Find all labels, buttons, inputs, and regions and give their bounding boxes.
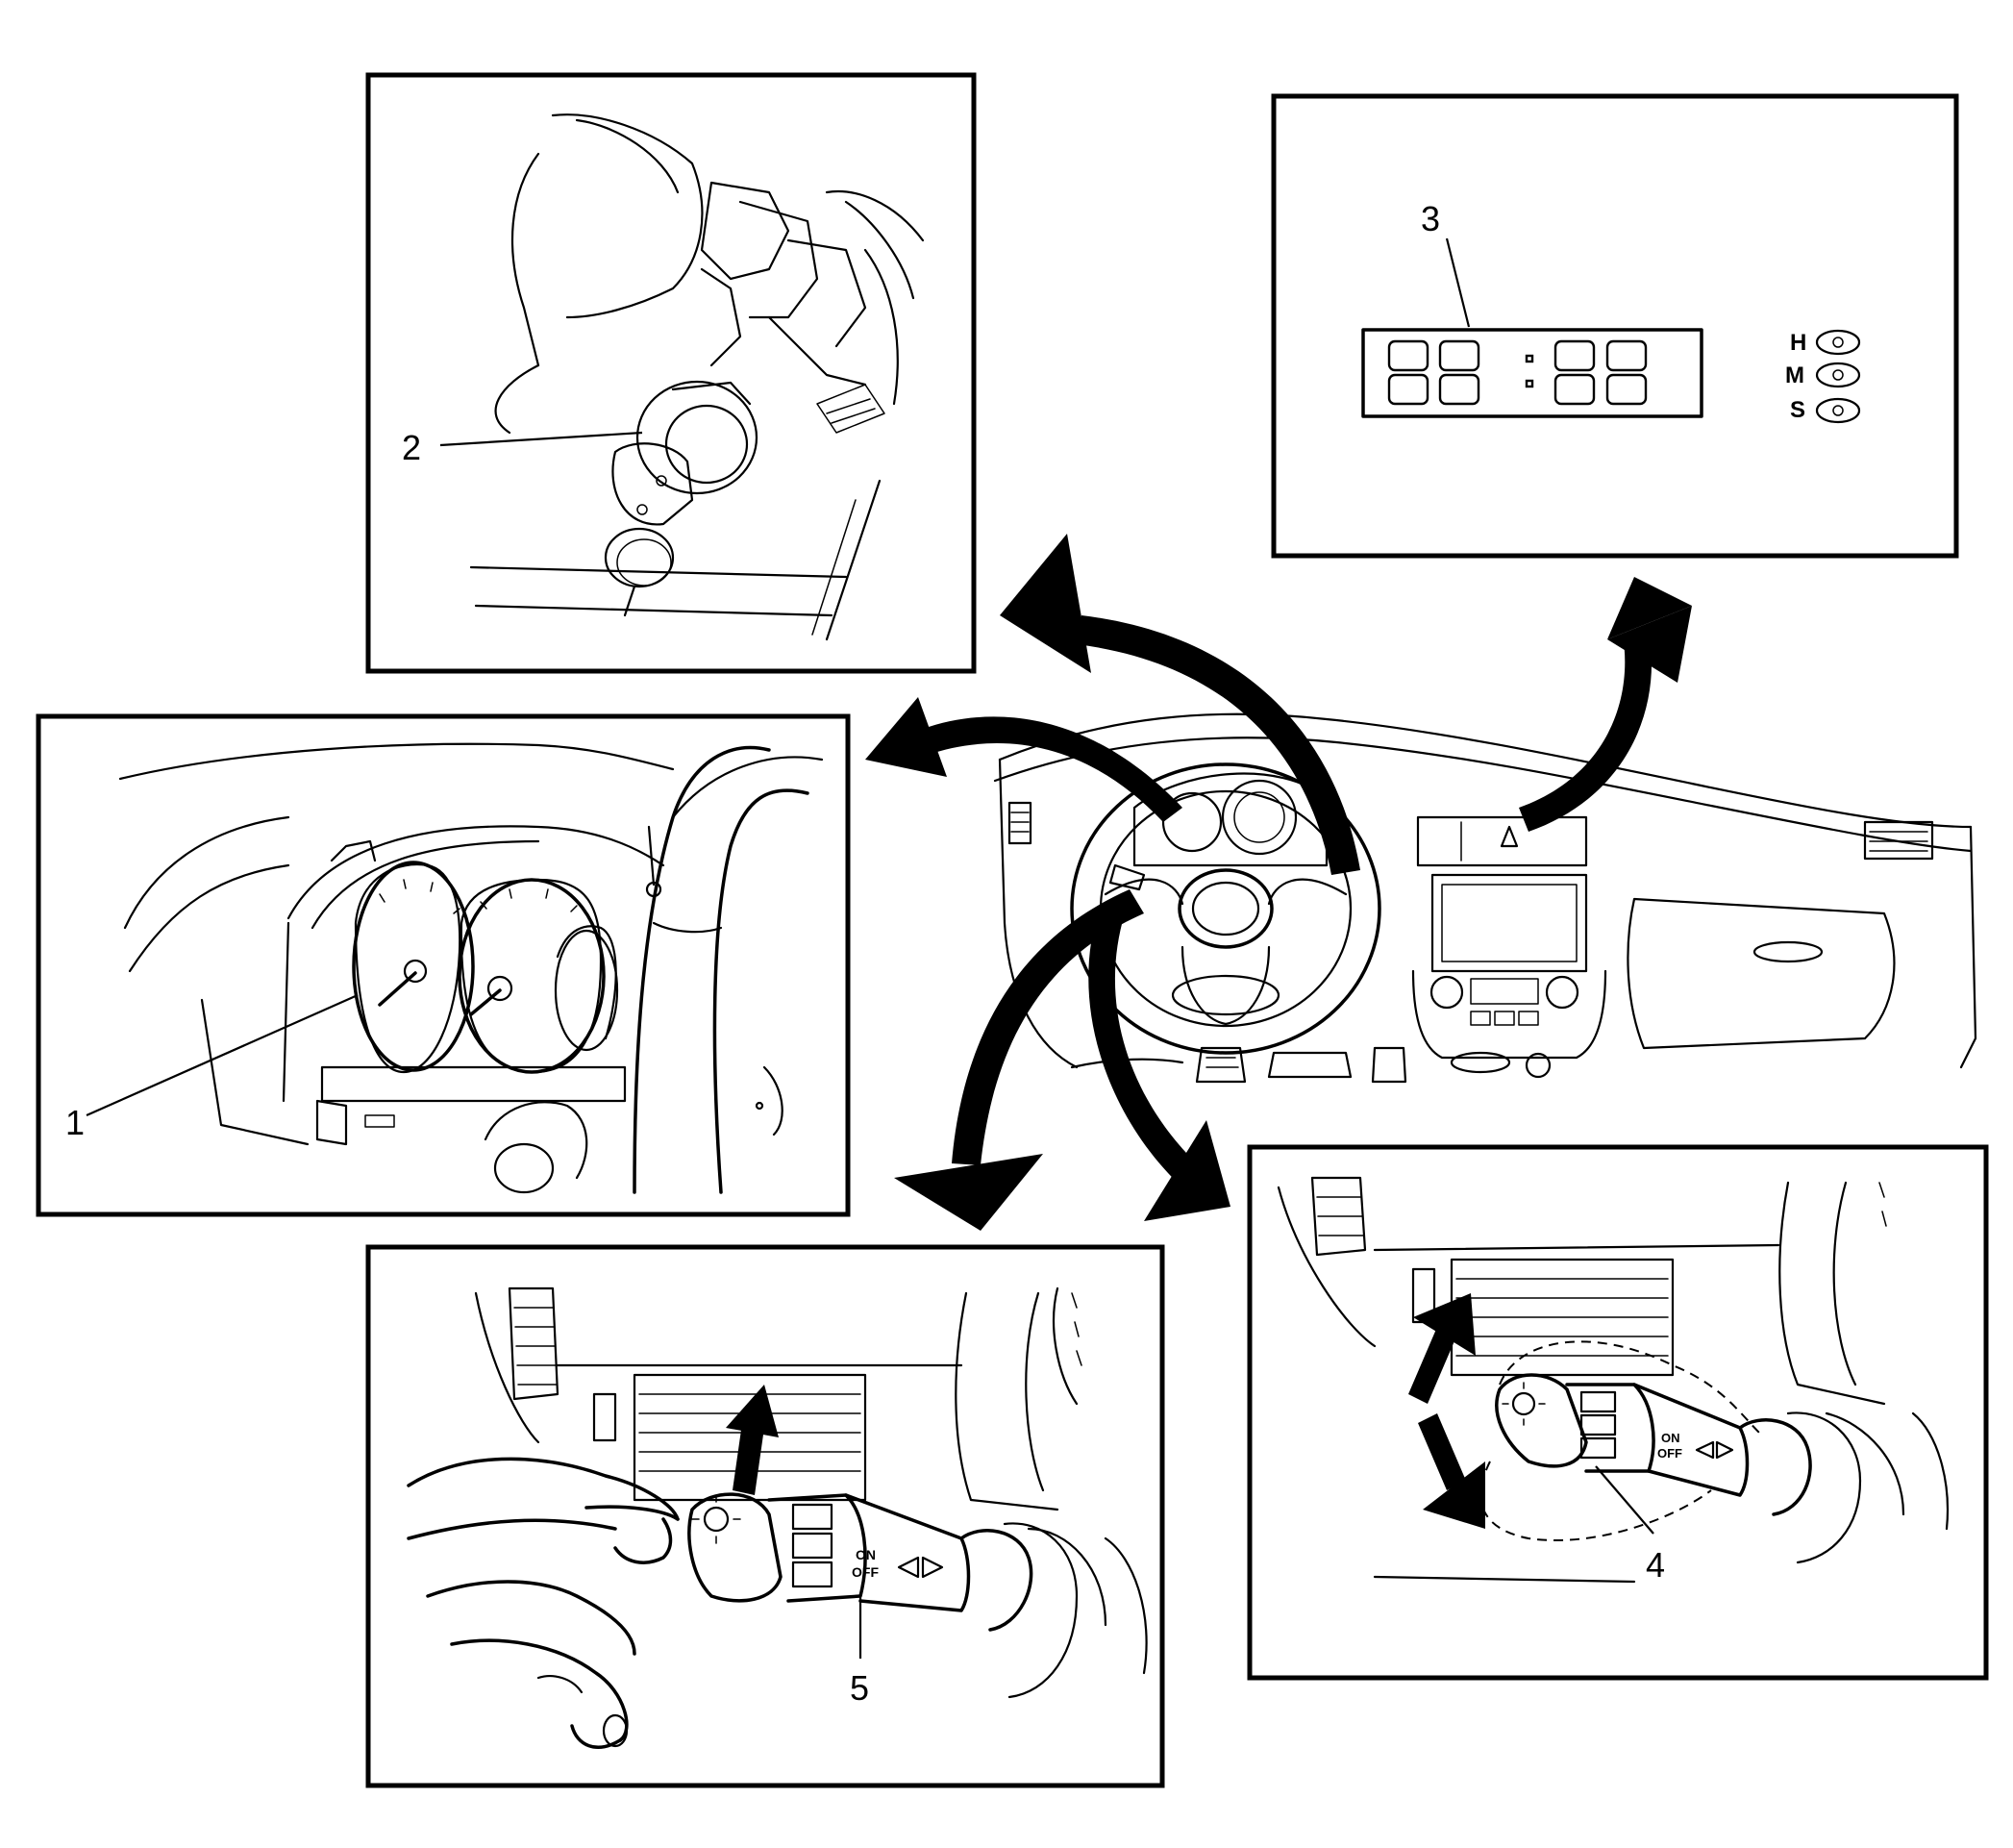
clock-digits: [1387, 339, 1648, 406]
panel-light-switch-stalk: ON OFF 5: [365, 1244, 1165, 1788]
clock-button-h-label: H: [1790, 330, 1806, 356]
clock-button-s-label: S: [1790, 397, 1805, 423]
panel-ignition-switch: 2: [365, 72, 977, 674]
panel-instrument-cluster: 1: [36, 713, 851, 1217]
clock-button-m[interactable]: [1815, 362, 1861, 388]
stalk-pull-arrow: [726, 1385, 779, 1495]
arrow-to-stalk-panel-4: [1088, 904, 1230, 1221]
arrow-to-ignition-panel: [1000, 534, 1360, 875]
callout-4: 4: [1646, 1545, 1665, 1585]
clock-digit-display: [1361, 328, 1703, 418]
clock-button-s[interactable]: [1815, 397, 1861, 424]
callout-3: 3: [1421, 199, 1440, 238]
arrow-to-cluster-panel: [865, 697, 1182, 822]
dashboard-overview: [993, 712, 1977, 1084]
arrow-to-clock-panel: [1519, 577, 1692, 832]
clock-button-m-label: M: [1785, 362, 1804, 388]
pointer-arrows: [865, 534, 1692, 1231]
callout-2: 2: [402, 428, 421, 467]
clock-button-h[interactable]: [1815, 329, 1861, 356]
callout-5: 5: [850, 1668, 869, 1708]
panel-clock-display: H M S 3: [1271, 93, 1959, 559]
stalk-updown-arrows: [1408, 1293, 1485, 1529]
stalk-off-label: OFF: [852, 1564, 879, 1580]
stalk4-off-label: OFF: [1657, 1446, 1682, 1461]
stalk4-on-label: ON: [1661, 1431, 1680, 1445]
stalk-on-label: ON: [856, 1547, 876, 1562]
callout-1: 1: [65, 1103, 85, 1142]
clock-set-buttons: H M S: [1785, 329, 1861, 424]
panel-dimmer-switch-stalk: ON OFF 4: [1247, 1144, 1989, 1681]
arrow-to-stalk-panel-5: [894, 889, 1144, 1231]
